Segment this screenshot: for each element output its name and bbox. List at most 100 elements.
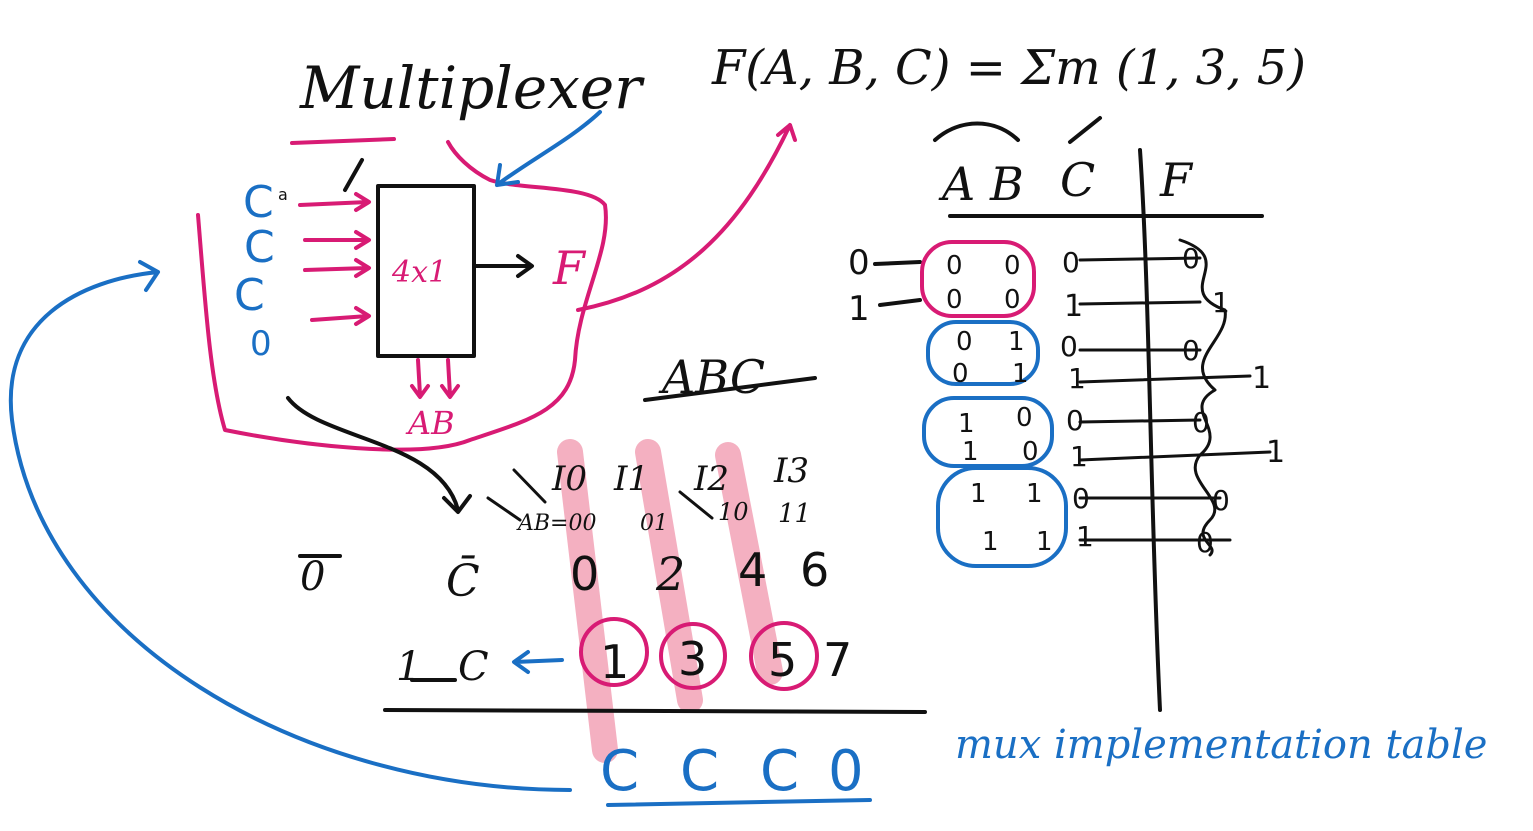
impl-input-I1: I1 xyxy=(613,459,649,499)
black-arrow-to-table xyxy=(286,396,472,514)
impl-row1-var: C xyxy=(458,644,489,690)
highlight-column-1 xyxy=(635,439,703,713)
mux-diagram: 4x1 F C a C C 0 AB xyxy=(196,137,608,452)
truth-r3-C: 1 xyxy=(1068,362,1086,395)
truth-header-marks xyxy=(933,116,1102,144)
circle-minterm-5 xyxy=(749,621,819,691)
magenta-arrow-to-function xyxy=(576,123,797,312)
truth-r5-C: 1 xyxy=(1070,440,1088,473)
truth-r6-F: 0 xyxy=(1212,484,1230,517)
truth-r5-B: 0 xyxy=(1022,437,1039,467)
truth-row-7: 1 1 1 0 xyxy=(982,520,1214,559)
blue-pointer-arrow xyxy=(495,110,602,187)
truth-row-6: 1 1 0 0 xyxy=(970,479,1230,517)
mux-input-2: C xyxy=(234,270,265,321)
truth-r2-A: 0 xyxy=(956,327,973,357)
impl-select-0: AB=00 xyxy=(516,511,596,536)
group-oval-11 xyxy=(936,466,1068,568)
truth-r7-B: 1 xyxy=(1036,527,1053,557)
truth-r1-A: 0 xyxy=(946,285,963,315)
truth-r7-A: 1 xyxy=(982,527,999,557)
impl-select-3: 11 xyxy=(778,499,811,529)
mux-block-label: 4x1 xyxy=(391,255,447,290)
truth-r2-B: 1 xyxy=(1008,327,1025,357)
impl-row0-cell-0: 0 xyxy=(570,547,599,601)
truth-row-5: 1 0 1 1 xyxy=(962,435,1285,473)
impl-result-2: C xyxy=(760,739,799,804)
truth-r5-A: 1 xyxy=(962,437,979,467)
impl-result-1: C xyxy=(680,739,719,804)
input-arrows xyxy=(298,192,371,326)
truth-r1-F: 1 xyxy=(1212,286,1230,319)
impl-row0-value: 0 xyxy=(300,554,325,600)
impl-bottom-rule xyxy=(383,708,927,714)
truth-divider xyxy=(1138,148,1162,712)
impl-result-3: 0 xyxy=(828,739,864,804)
truth-side-0: 0 xyxy=(848,243,870,283)
truth-r7-C: 1 xyxy=(1076,520,1094,553)
output-arrow xyxy=(472,254,534,278)
impl-row0-var: C̄ xyxy=(446,554,480,607)
truth-r5-F: 1 xyxy=(1266,435,1285,470)
caption: mux implementation table xyxy=(955,722,1487,768)
truth-r3-A: 0 xyxy=(952,359,969,389)
mux-block xyxy=(376,184,476,358)
impl-row0-cell-3: 6 xyxy=(800,543,829,597)
truth-r0-F: 0 xyxy=(1182,242,1200,275)
blue-feedback-arrow xyxy=(8,260,572,792)
truth-header-F: F xyxy=(1159,153,1194,207)
impl-row0-cell-2: 4 xyxy=(738,543,767,597)
truth-r3-B: 1 xyxy=(1012,359,1029,389)
impl-result-underline xyxy=(606,798,872,807)
truth-r4-A: 1 xyxy=(958,409,975,439)
impl-select-ticks xyxy=(486,468,714,522)
circle-minterm-3 xyxy=(659,622,727,690)
truth-table: A B C F 0 1 0 0 0 0 0 0 1 1 xyxy=(848,116,1285,712)
impl-select-2: 10 xyxy=(718,498,749,526)
truth-header-C: C xyxy=(1060,153,1095,207)
truth-r1-C: 1 xyxy=(1064,289,1083,324)
truth-header-B: B xyxy=(989,157,1024,211)
truth-r6-C: 0 xyxy=(1072,482,1090,515)
mux-input-0: C xyxy=(243,177,274,228)
mux-tick xyxy=(343,158,364,192)
impl-row1-cell-3: 7 xyxy=(823,633,852,687)
highlight-column-0 xyxy=(557,439,618,763)
impl-row1-cell-0: 1 xyxy=(600,635,629,689)
truth-r2-C: 0 xyxy=(1060,330,1078,363)
truth-row-3: 0 1 1 1 xyxy=(952,359,1271,396)
implementation-table: ABC I0 I1 I2 I3 AB=00 01 10 11 0 C̄ 1 C … xyxy=(298,350,927,807)
select-arrows xyxy=(410,358,460,399)
impl-row1-value: 1 xyxy=(396,644,421,690)
input-tick-mark: a xyxy=(278,185,288,204)
mux-enclosure xyxy=(196,137,608,452)
group-oval-00 xyxy=(920,240,1036,318)
truth-side-dash-1 xyxy=(878,298,922,307)
impl-input-I0: I0 xyxy=(551,459,587,499)
mux-input-3: 0 xyxy=(250,324,272,364)
mux-input-1: C xyxy=(244,222,275,273)
truth-r4-C: 0 xyxy=(1066,404,1084,437)
truth-r1-B: 0 xyxy=(1004,285,1021,315)
truth-r7-F: 0 xyxy=(1196,526,1214,559)
impl-input-I3: I3 xyxy=(773,451,809,491)
truth-r3-F: 1 xyxy=(1252,361,1271,396)
truth-side-dash-0 xyxy=(873,260,922,266)
truth-row-4: 1 0 0 0 xyxy=(958,403,1210,439)
truth-r4-B: 0 xyxy=(1016,403,1033,433)
truth-r0-B: 0 xyxy=(1004,251,1021,281)
impl-row1-cell-1: 3 xyxy=(678,632,707,686)
truth-r6-B: 1 xyxy=(1026,479,1043,509)
truth-header-A: A xyxy=(938,157,975,211)
truth-r2-F: 0 xyxy=(1182,334,1200,367)
truth-r6-A: 1 xyxy=(970,479,987,509)
impl-row1-arrow xyxy=(512,650,564,674)
impl-row0-cell-1: 2 xyxy=(655,547,685,601)
highlight-column-2 xyxy=(715,442,783,685)
truth-squiggle xyxy=(1178,238,1227,557)
truth-r4-F: 0 xyxy=(1192,406,1210,439)
truth-row-lines xyxy=(1078,256,1272,542)
group-oval-01 xyxy=(926,320,1040,386)
